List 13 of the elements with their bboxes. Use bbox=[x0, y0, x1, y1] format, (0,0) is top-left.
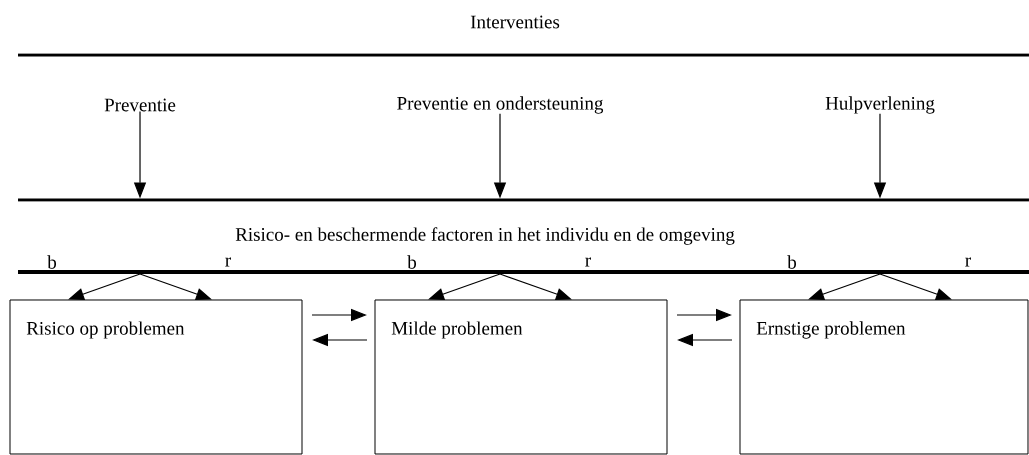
edge-label: b bbox=[47, 255, 57, 269]
edge-label: b bbox=[787, 255, 796, 269]
intervention-label: Hulpverlening bbox=[825, 96, 935, 114]
edge-label: b bbox=[407, 255, 416, 269]
edge-label: r bbox=[965, 257, 971, 267]
heading: Interventies bbox=[470, 15, 560, 29]
state-box: Milde problemen bbox=[374, 299, 668, 455]
state-box: Ernstige problemen bbox=[739, 299, 1029, 455]
edge-label: r bbox=[225, 257, 231, 267]
state-box: Risico op problemen bbox=[9, 299, 303, 455]
edge-label: r bbox=[585, 257, 591, 267]
intervention-label: Preventie bbox=[104, 98, 176, 112]
intervention-label: Preventie en ondersteuning bbox=[397, 96, 604, 114]
